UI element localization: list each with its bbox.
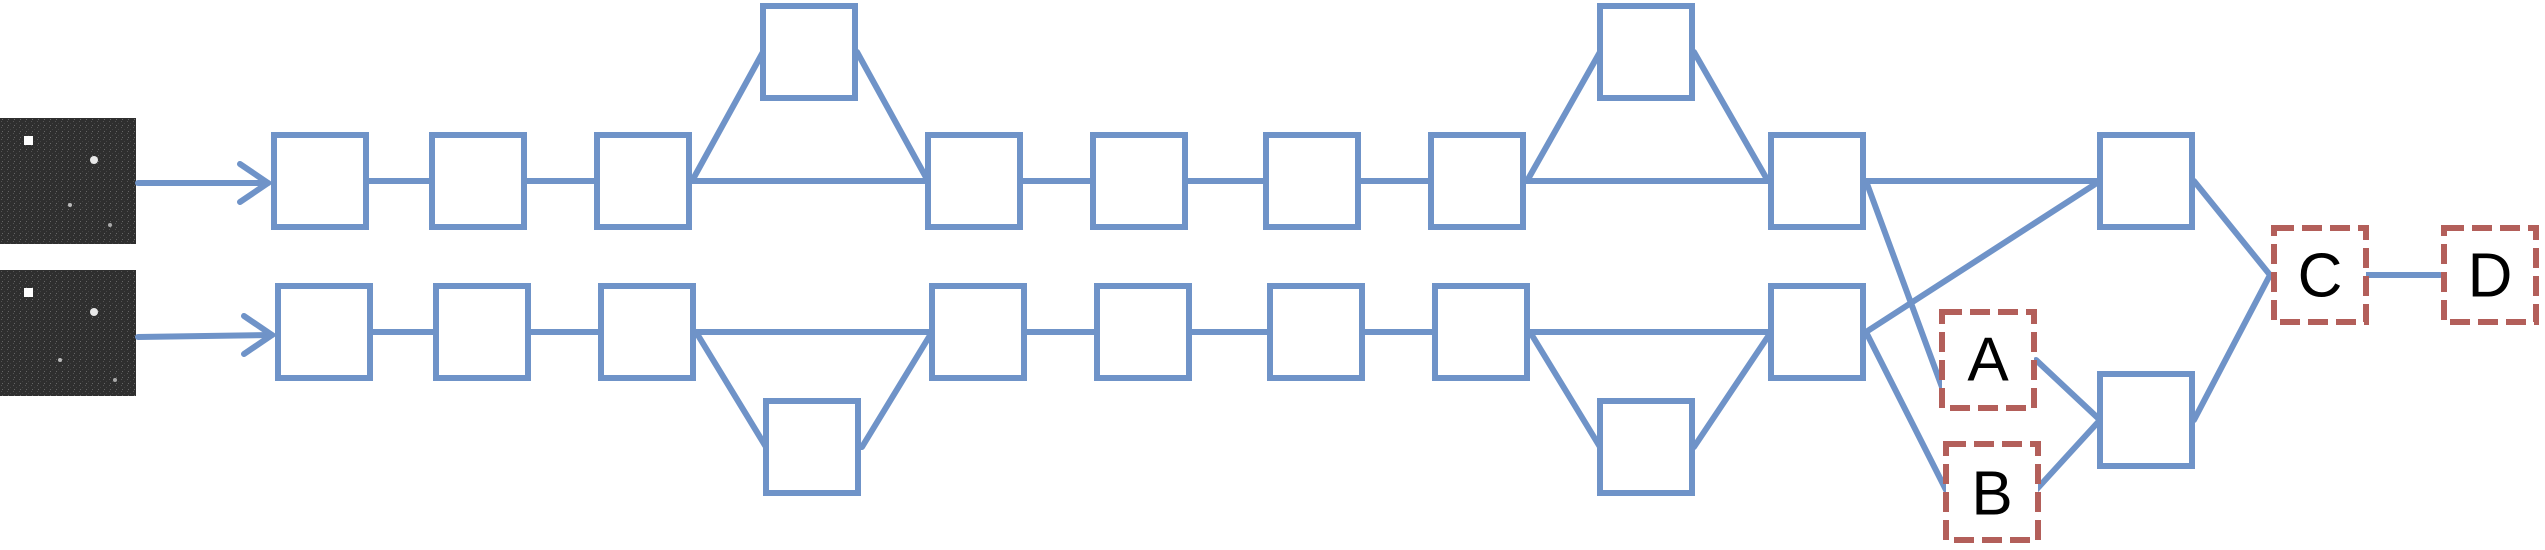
node	[1768, 283, 1866, 381]
highlight-node-b: B	[1943, 441, 2041, 543]
bottom-row-nodes	[275, 283, 2195, 496]
node	[433, 283, 531, 381]
node	[594, 132, 692, 230]
node	[1597, 3, 1695, 101]
node	[271, 132, 369, 230]
svg-text:D: D	[2468, 242, 2513, 311]
node	[1432, 283, 1530, 381]
node	[429, 132, 527, 230]
node	[1094, 283, 1192, 381]
node	[1768, 132, 1866, 230]
input-arrow-top	[135, 161, 274, 205]
highlight-node-d: D	[2441, 225, 2539, 325]
top-row-nodes	[271, 3, 2195, 230]
node	[2097, 371, 2195, 469]
node	[1597, 398, 1695, 496]
input-image-bottom	[0, 270, 136, 396]
node	[2097, 132, 2195, 230]
node	[763, 398, 861, 496]
input-arrow-bottom	[135, 313, 278, 357]
node	[760, 3, 858, 101]
node	[929, 283, 1027, 381]
node	[598, 283, 696, 381]
node	[925, 132, 1023, 230]
highlight-node-a: A	[1939, 309, 2037, 411]
node	[1428, 132, 1526, 230]
highlight-node-c: C	[2271, 225, 2369, 325]
edges	[317, 49, 2443, 493]
svg-text:A: A	[1967, 326, 2009, 395]
svg-text:C: C	[2298, 242, 2343, 311]
svg-text:B: B	[1971, 460, 2012, 529]
node	[1267, 283, 1365, 381]
node	[1090, 132, 1188, 230]
node	[1263, 132, 1361, 230]
node	[275, 283, 373, 381]
input-image-top	[0, 118, 136, 244]
